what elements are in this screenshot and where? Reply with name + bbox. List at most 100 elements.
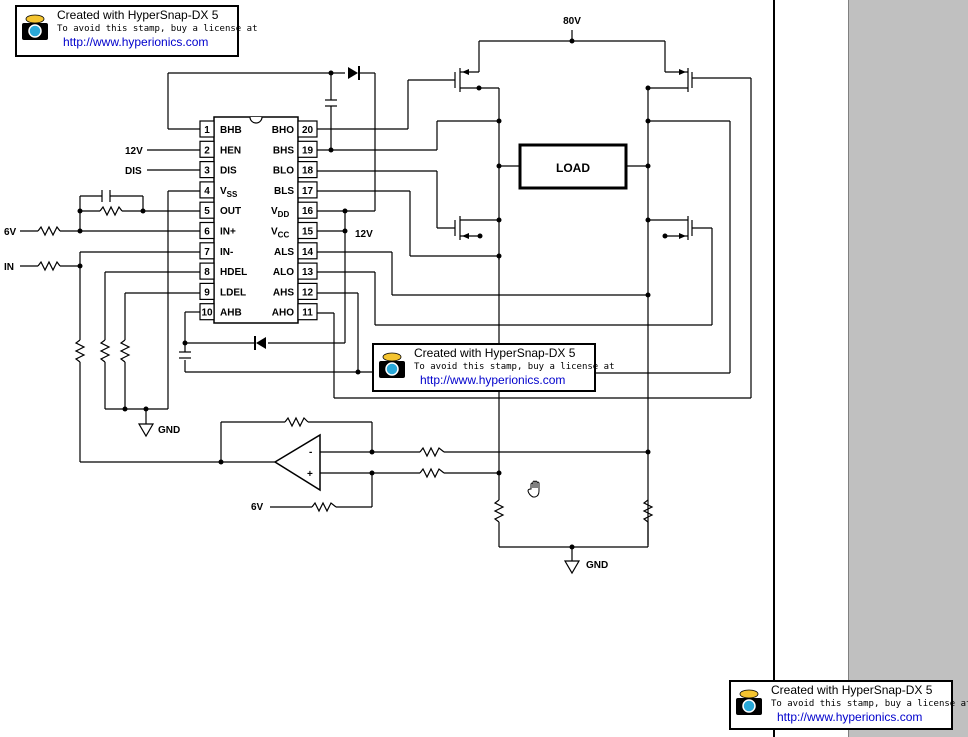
pin-label-left: OUT [220, 206, 241, 217]
pin-number-left: 1 [204, 125, 210, 136]
pin-box-right [297, 221, 318, 240]
pin-number-left: 3 [204, 166, 210, 177]
hand-cursor-icon [527, 480, 540, 498]
pin-number-right: 17 [302, 186, 314, 197]
pin-box-right [297, 262, 318, 280]
ground-symbol-bottom [563, 560, 581, 575]
pin-box-left [199, 120, 215, 138]
stamp-line2: To avoid this stamp, buy a license at [771, 699, 968, 709]
resistor-ldel [119, 339, 131, 363]
opamp-minus: - [309, 447, 312, 458]
capacitor-feedback [101, 190, 111, 202]
pin-box-right [297, 242, 318, 260]
pin-number-left: 5 [204, 206, 210, 217]
pin-number-left: 10 [201, 308, 213, 319]
pin-box-left [199, 201, 215, 219]
pin-label-left: AHB [220, 308, 242, 319]
pin-number-right: 16 [302, 206, 314, 217]
pin-box-right [297, 201, 318, 219]
pin-label-left: IN- [220, 247, 233, 258]
resistor-6v [37, 225, 61, 237]
diode-top [348, 66, 360, 80]
opamp-symbol [273, 433, 321, 492]
divider-line [773, 0, 775, 737]
pin-number-right: 18 [302, 166, 314, 177]
pin-number-left: 8 [204, 267, 210, 278]
label-gnd-bottom: GND [586, 560, 608, 571]
pin-number-right: 20 [302, 125, 314, 136]
resistor-minus-in [419, 446, 445, 458]
pin-label-right: BLS [274, 186, 294, 197]
stamp-link[interactable]: http://www.hyperionics.com [777, 710, 923, 724]
pin-box-left [199, 140, 215, 158]
stamp-link[interactable]: http://www.hyperionics.com [63, 35, 209, 49]
resistors [37, 205, 654, 523]
pin-box-left [199, 242, 215, 260]
pin-number-left: 7 [204, 247, 210, 258]
resistor-in [37, 260, 61, 272]
pin-box-left [199, 221, 215, 240]
pin-label-right: VDD [271, 206, 289, 219]
side-panel [848, 0, 968, 737]
pin-box-left [199, 262, 215, 280]
stamp-line1: Created with HyperSnap-DX 5 [57, 8, 219, 22]
label-6v-input: 6V [4, 227, 17, 238]
pin-box-right [297, 120, 318, 138]
opamp-plus: + [307, 469, 313, 480]
pin-label-right: AHS [273, 287, 294, 298]
pin-label-left: HEN [220, 145, 241, 156]
stamp-line2: To avoid this stamp, buy a license at [414, 362, 615, 372]
camera-icon [736, 689, 762, 715]
ground-symbol-left [137, 423, 155, 438]
pin-box-left [199, 282, 215, 300]
pin-box-left [199, 161, 215, 179]
chip-notch [249, 116, 263, 124]
pin-label-sub: DD [278, 210, 290, 219]
pin-number-left: 2 [204, 145, 210, 156]
label-gnd-left: GND [158, 425, 180, 436]
pin-box-left [199, 303, 215, 321]
label-dis: DIS [125, 166, 142, 177]
resistor-plus-in [419, 467, 445, 479]
pin-number-right: 15 [302, 227, 314, 238]
junctions [77, 38, 668, 550]
resistor-in-minus [74, 339, 86, 363]
pin-box-right [297, 140, 318, 158]
watermark-stamp-bottom: Created with HyperSnap-DX 5 To avoid thi… [729, 680, 968, 730]
pin-label-left: HDEL [220, 267, 247, 278]
pin-label-right: BLO [273, 166, 294, 177]
pin-box-right [297, 282, 318, 300]
pin-label-left: LDEL [220, 287, 246, 298]
pin-label-right: BHS [273, 145, 294, 156]
driver-chip [213, 116, 299, 324]
diode-bottom [254, 336, 266, 350]
pin-label-sub: SS [227, 190, 238, 199]
pin-label-left: IN+ [220, 227, 236, 238]
camera-icon [22, 14, 48, 40]
resistor-hdel [99, 339, 111, 363]
label-in: IN [4, 262, 14, 273]
pin-box-right [297, 161, 318, 179]
load-label: LOAD [556, 161, 590, 175]
pin-number-left: 6 [204, 227, 210, 238]
label-12v-vcc: 12V [355, 229, 373, 240]
stamp-link[interactable]: http://www.hyperionics.com [420, 373, 566, 387]
label-6v-opamp: 6V [251, 502, 264, 513]
resistor-6v-bias [311, 501, 337, 513]
pin-number-right: 12 [302, 287, 314, 298]
pin-number-right: 19 [302, 145, 314, 156]
watermark-stamp-middle: Created with HyperSnap-DX 5 To avoid thi… [372, 343, 614, 392]
pin-number-left: 4 [204, 186, 210, 197]
pin-label-right: ALS [274, 247, 294, 258]
pin-box-left [199, 181, 215, 199]
stamp-line1: Created with HyperSnap-DX 5 [771, 683, 933, 697]
pin-number-right: 14 [302, 247, 314, 258]
resistor-sense-right [642, 499, 654, 523]
label-80v: 80V [563, 16, 581, 27]
pin-label-right: VCC [271, 227, 289, 240]
watermark-stamp-top: Created with HyperSnap-DX 5 To avoid thi… [15, 5, 257, 57]
pin-number-right: 13 [302, 267, 314, 278]
camera-icon [379, 352, 405, 378]
